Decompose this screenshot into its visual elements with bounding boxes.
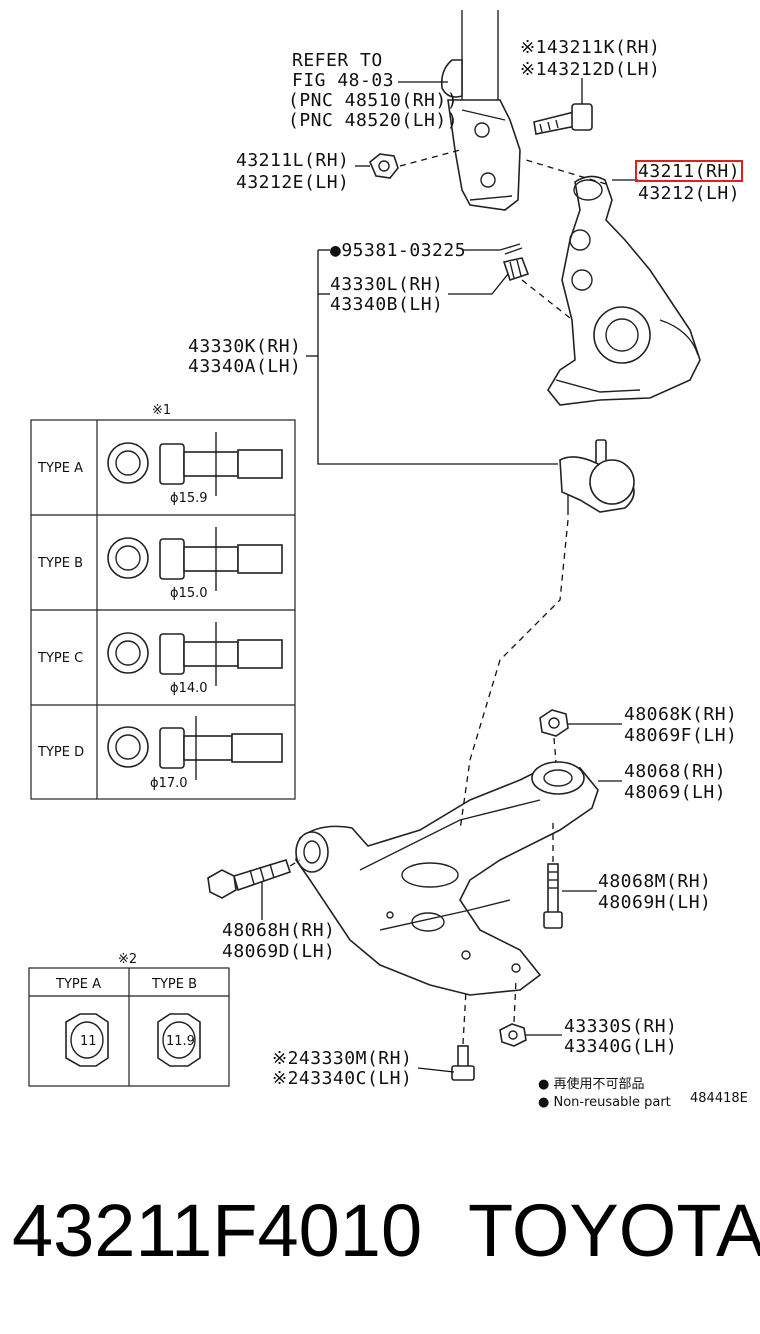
label-43330l: 43330L(RH) [330, 274, 443, 295]
bolt-43330m [451, 1045, 475, 1081]
table2-value-a: 11 [80, 1034, 97, 1049]
label-43330m: ※243330M(RH) [272, 1048, 412, 1069]
label-43211l: 43211L(RH) [236, 150, 349, 171]
lower-control-arm [295, 761, 599, 996]
label-43330k: 43330K(RH) [188, 336, 301, 357]
table1-type-label: TYPE D [37, 745, 84, 760]
label-43330s: 43330S(RH) [564, 1016, 677, 1037]
table2-value-b: 11.9 [166, 1034, 195, 1049]
label-48068m: 48068M(RH) [598, 871, 711, 892]
castle-nut-43330l [502, 257, 530, 282]
table1-row-b: TYPE B ϕ15.0 [37, 527, 283, 601]
table2-header-a: TYPE A [55, 977, 101, 992]
label-48068h: 48068H(RH) [222, 920, 335, 941]
strut-assembly [440, 10, 521, 211]
table1-type-label: TYPE A [37, 461, 83, 476]
table1-row-d: TYPE D ϕ17.0 [37, 716, 283, 791]
brand: TOYOTA [468, 1189, 760, 1272]
highlight-box [635, 160, 743, 182]
bolt-type-table: ※1 TYPE A ϕ15.9 TYPE B ϕ15.0 TYPE C [30, 403, 296, 800]
table1-dia: ϕ15.0 [170, 586, 208, 601]
table1-type-label: TYPE C [37, 651, 83, 666]
table1-row-a: TYPE A ϕ15.9 [37, 432, 283, 506]
table1-dia: ϕ14.0 [170, 681, 208, 696]
part-number: 43211F4010 [12, 1189, 422, 1272]
table2-header-b: TYPE B [151, 977, 197, 992]
label-43211-knuckle: 43211(RH) [638, 161, 740, 182]
leader-lines [261, 81, 638, 1073]
refer-line-3: (PNC 48510(RH)) [288, 90, 458, 111]
label-43212e: 43212E(LH) [236, 172, 349, 193]
table1-mark: ※1 [152, 403, 171, 418]
ball-joint [559, 439, 635, 515]
nut-type-table: ※2 TYPE A TYPE B 11 11.9 [28, 952, 230, 1087]
bolt-43211k [533, 103, 593, 135]
refer-line-4: (PNC 48520(LH)) [288, 110, 458, 131]
table1-dia: ϕ17.0 [150, 776, 188, 791]
legend-en: ● Non-reusable part [538, 1095, 671, 1110]
label-43340a: 43340A(LH) [188, 356, 301, 377]
label-43340c: ※243340C(LH) [272, 1068, 412, 1089]
label-95381: ●95381-03225 [330, 240, 466, 261]
steering-knuckle [547, 175, 701, 406]
label-48069f: 48069F(LH) [624, 725, 737, 746]
label-43340g: 43340G(LH) [564, 1036, 677, 1057]
cotter-pin [499, 243, 523, 255]
label-43340b: 43340B(LH) [330, 294, 443, 315]
table1-type-label: TYPE B [37, 556, 83, 571]
diagram-code: 484418E [690, 1091, 748, 1106]
refer-line-2: FIG 48-03 [292, 70, 394, 91]
refer-line-1: REFER TO [292, 50, 383, 71]
nut-43211l [369, 153, 399, 179]
label-48069d: 48069D(LH) [222, 941, 335, 962]
label-48069h: 48069H(LH) [598, 892, 711, 913]
label-43212-knuckle: 43212(LH) [638, 183, 740, 204]
label-48069: 48069(LH) [624, 782, 726, 803]
nut-48068k [539, 709, 569, 737]
bolt-48068h [207, 859, 292, 899]
label-43212d: ※143212D(LH) [520, 59, 660, 80]
legend-jp: ● 再使用不可部品 [538, 1076, 644, 1092]
table1-row-c: TYPE C ϕ14.0 [37, 622, 283, 696]
table1-dia: ϕ15.9 [170, 491, 208, 506]
table2-mark: ※2 [118, 952, 137, 967]
label-48068k: 48068K(RH) [624, 704, 737, 725]
label-43211k: ※143211K(RH) [520, 37, 660, 58]
bolt-48068m [543, 863, 563, 929]
nut-43330s [499, 1023, 527, 1047]
label-48068: 48068(RH) [624, 761, 726, 782]
